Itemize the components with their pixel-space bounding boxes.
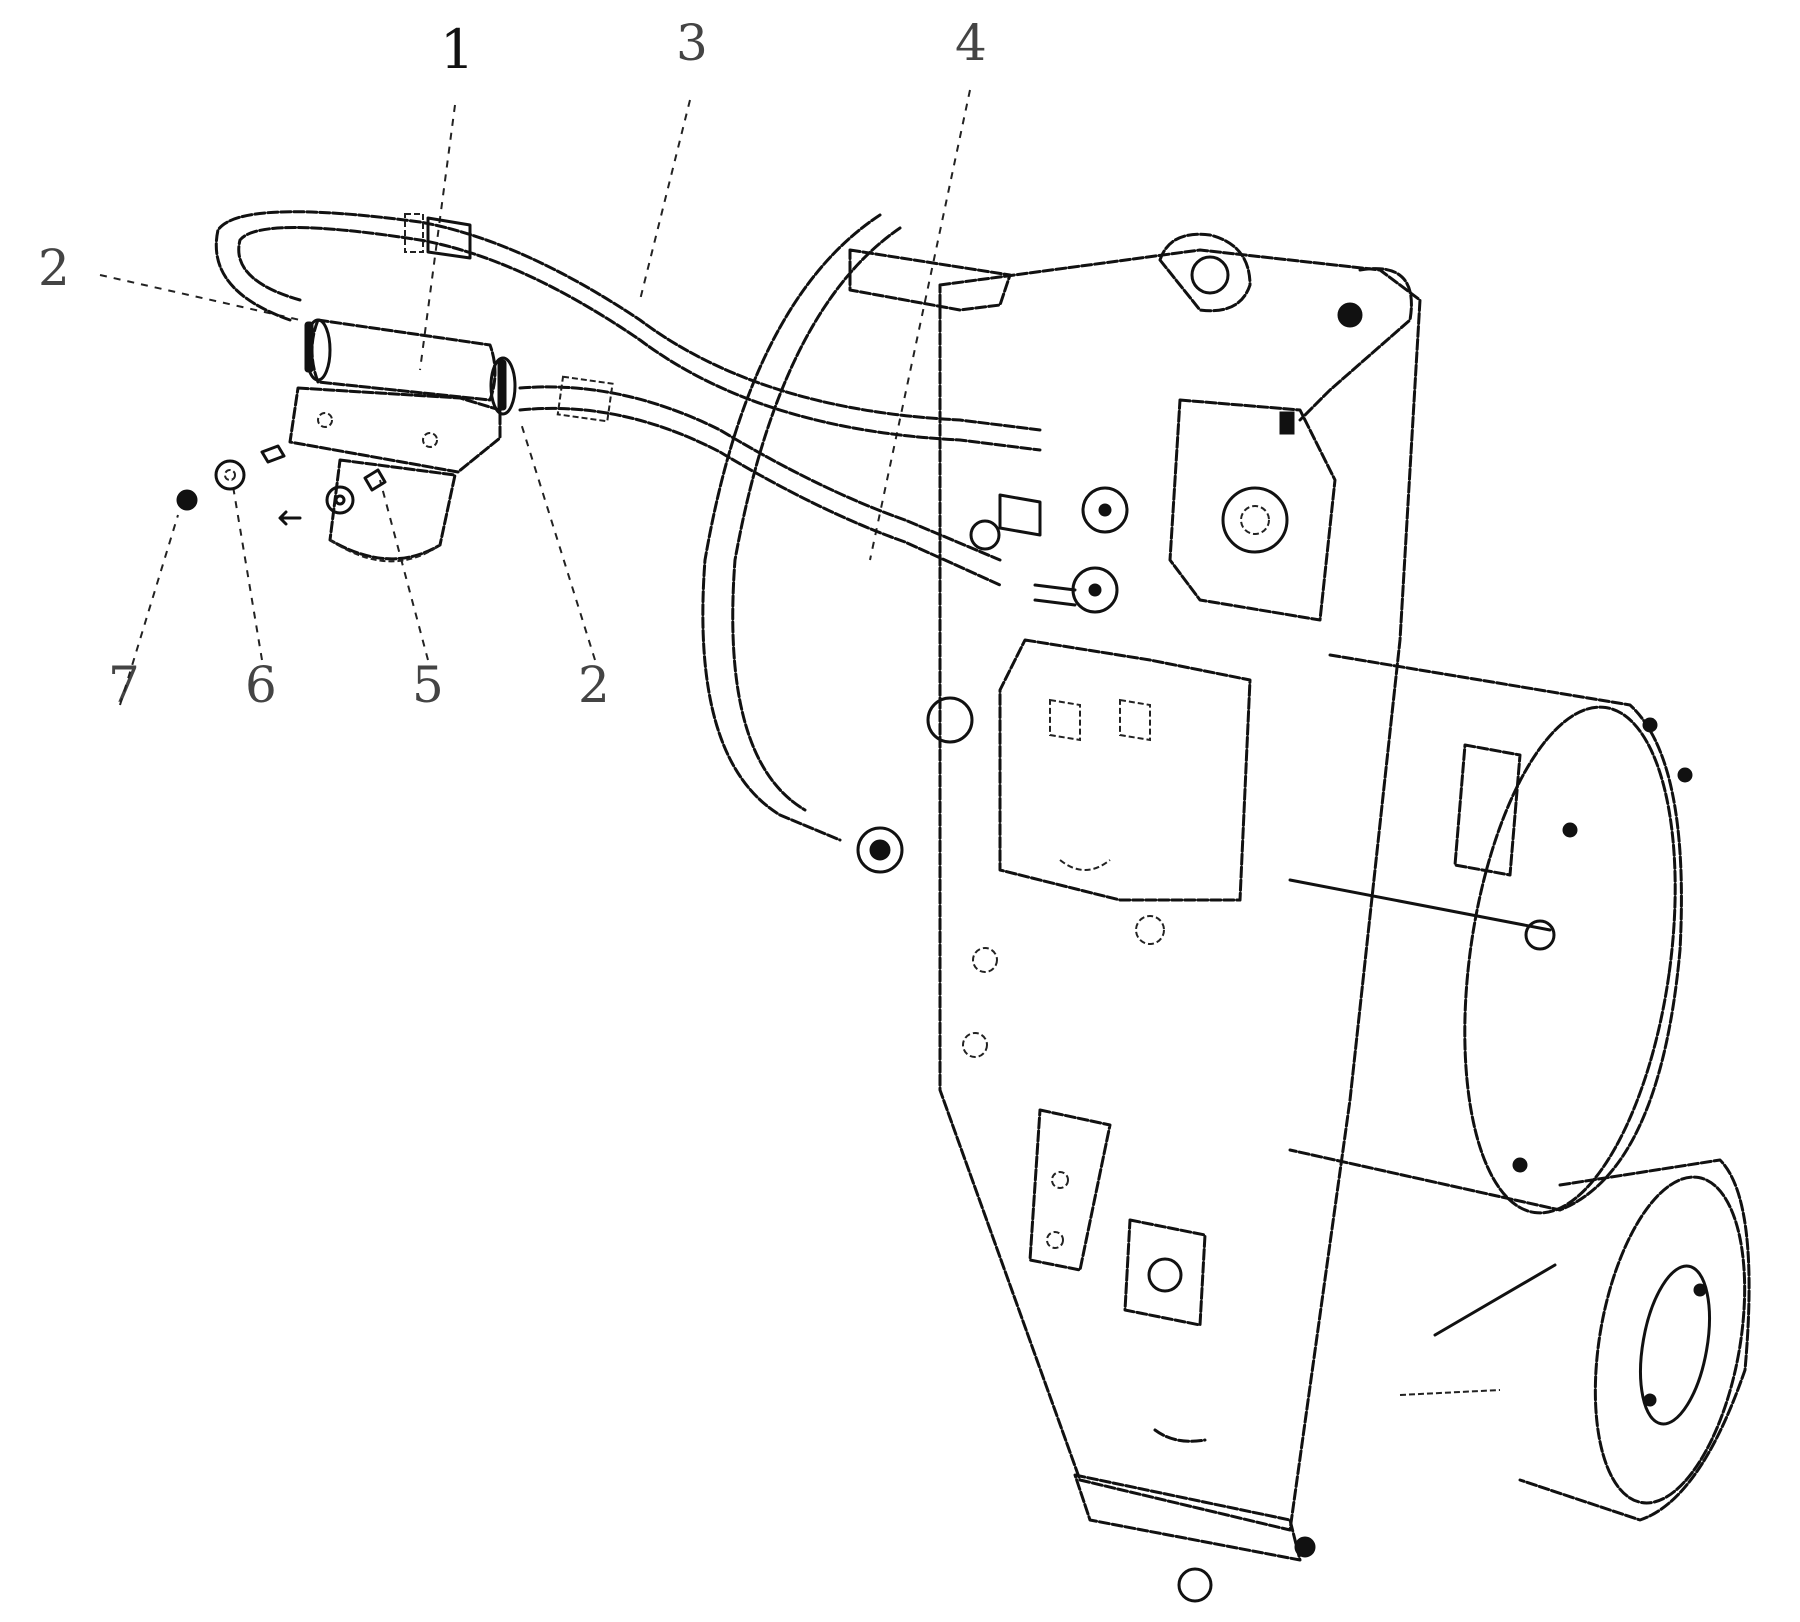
large-drain-plug [856, 826, 904, 874]
leader-4 [869, 89, 971, 561]
top-cover-plate [848, 248, 1012, 312]
washer-part-6 [214, 459, 246, 491]
lower-mount-bracket [1028, 1108, 1112, 1272]
leader-2-left [99, 274, 301, 321]
hose-assembly [214, 210, 1129, 614]
transmission-housing [701, 213, 1751, 1603]
callout-label-3: 3 [676, 14, 708, 72]
oil-sump-pan [1073, 1473, 1302, 1562]
upper-hose-coupling [426, 216, 472, 260]
inspection-cover [1123, 1218, 1207, 1327]
callout-label-2-bottom: 2 [578, 656, 610, 714]
dipstick-tube [1433, 1263, 1557, 1337]
filter-assembly [278, 318, 517, 563]
right-vent-hose [1298, 267, 1413, 422]
callout-label-7: 7 [108, 656, 140, 714]
sump-drain-plug [1177, 1567, 1213, 1603]
leader-lines [99, 89, 971, 706]
side-pump-block [1168, 398, 1337, 622]
callout-label-6: 6 [245, 656, 277, 714]
callout-label-5: 5 [412, 656, 444, 714]
bolt-part-5 [260, 444, 286, 464]
leader-1 [419, 104, 456, 371]
leader-3 [639, 99, 691, 301]
leader-2-bottom [519, 419, 596, 661]
filter-body [310, 318, 497, 402]
hose-fitting-upper [1081, 486, 1129, 534]
lifting-eye [1158, 232, 1252, 313]
callout-label-1: 1 [440, 18, 474, 81]
upper-hose [214, 210, 1042, 432]
rear-drum-housing [1288, 653, 1683, 1212]
filter-bracket [288, 386, 502, 474]
tie-rod-clip [1524, 919, 1556, 951]
leader-5 [379, 479, 429, 661]
lower-hose [518, 385, 1002, 562]
leader-6 [231, 479, 263, 661]
nut-part-7 [176, 489, 198, 511]
control-valve-body [998, 638, 1252, 902]
loose-fasteners [176, 444, 286, 511]
callout-label-2-left: 2 [38, 239, 70, 297]
callout-label-4: 4 [955, 14, 987, 72]
bell-housing-flange [701, 213, 882, 842]
main-gearbox-case [938, 248, 1422, 1532]
output-flange [1518, 1158, 1751, 1522]
leader-7 [119, 514, 179, 706]
